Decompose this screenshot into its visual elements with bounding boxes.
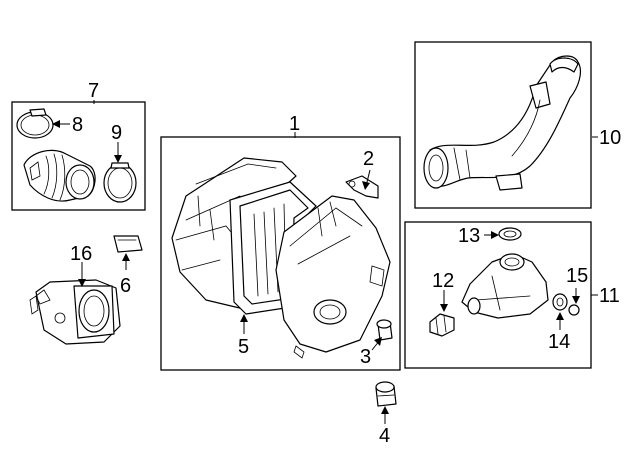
part-16-throttle-body <box>29 279 121 345</box>
part-7-intake-duct <box>23 149 96 202</box>
callout-4: 4 <box>379 425 390 447</box>
part-3-grommet <box>376 319 393 341</box>
group-box-7 <box>11 101 146 211</box>
callout-9: 9 <box>111 122 122 144</box>
part-12-connector <box>429 313 455 337</box>
part-15-cap <box>568 304 580 316</box>
callout-8: 8 <box>72 114 83 136</box>
callout-15: 15 <box>566 265 588 287</box>
part-10-air-hose <box>423 55 582 191</box>
callout-7: 7 <box>88 80 99 102</box>
callout-2: 2 <box>363 148 374 170</box>
callout-11: 11 <box>599 285 620 307</box>
part-9-clamp <box>103 162 137 203</box>
part-2-bracket <box>345 175 379 199</box>
group-box-1 <box>160 136 401 371</box>
group-box-10 <box>414 41 592 209</box>
part-11-resonator <box>461 253 549 319</box>
callout-1: 1 <box>289 113 300 135</box>
part-1-air-cleaner-upper-cover <box>275 195 391 359</box>
callout-5: 5 <box>238 336 249 358</box>
callout-3: 3 <box>360 346 371 368</box>
callout-13: 13 <box>458 225 480 247</box>
part-14-fitting <box>552 293 568 311</box>
callout-16: 16 <box>70 243 92 265</box>
part-8-hose-clamp <box>16 108 54 139</box>
callout-10: 10 <box>599 127 621 149</box>
callout-6: 6 <box>120 275 131 297</box>
callout-12: 12 <box>432 270 454 292</box>
callout-14: 14 <box>548 331 570 353</box>
part-4-grommet <box>375 381 397 407</box>
part-13-seal <box>498 227 522 241</box>
part-6-filter-element <box>113 235 143 253</box>
